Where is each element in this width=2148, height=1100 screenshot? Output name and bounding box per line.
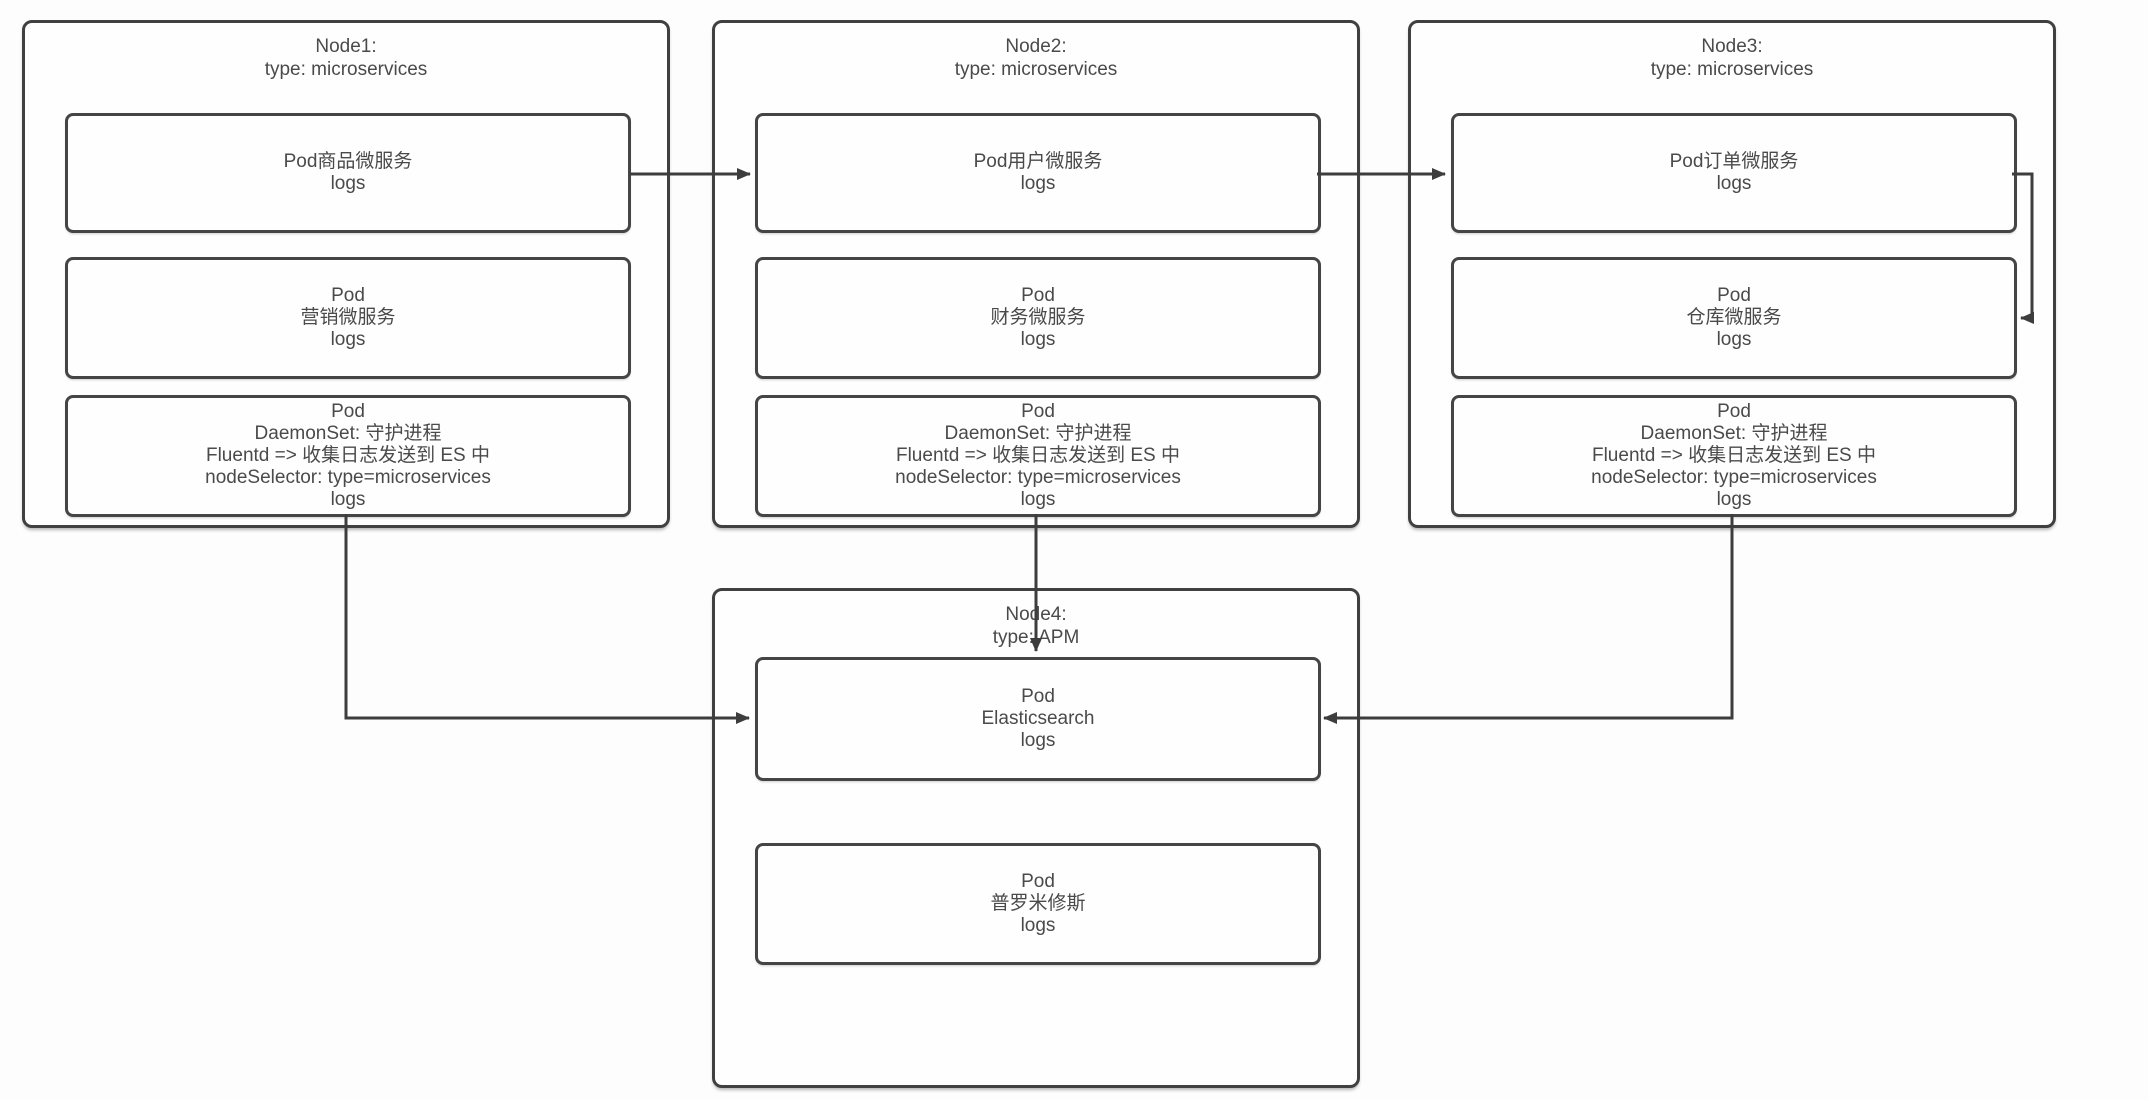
pod-text-line: nodeSelector: type=microservices xyxy=(1591,467,1877,488)
node4-container: Node4: type: APM Pod Elasticsearch logs … xyxy=(712,588,1360,1088)
pod-text-line: logs xyxy=(1020,915,1056,936)
pod-text-line: logs xyxy=(330,173,366,194)
pod-text-line: Fluentd => 收集日志发送到 ES 中 xyxy=(1591,445,1877,466)
node4-type-label: type: APM xyxy=(992,627,1080,648)
node1-type-label: type: microservices xyxy=(264,59,428,80)
node1-pod-daemonset: Pod DaemonSet: 守护进程 Fluentd => 收集日志发送到 E… xyxy=(65,395,631,517)
pod-text-line: 仓库微服务 xyxy=(1686,307,1782,328)
pod-text-line: DaemonSet: 守护进程 xyxy=(944,423,1132,444)
node1-header: Node1: type: microservices xyxy=(25,35,667,81)
node4-pod-elasticsearch: Pod Elasticsearch logs xyxy=(755,657,1321,781)
pod-text-line: logs xyxy=(330,329,366,350)
pod-text-line: Pod xyxy=(1021,871,1055,892)
pod-text-line: DaemonSet: 守护进程 xyxy=(254,423,442,444)
pod-text-line: Pod订单微服务 xyxy=(1669,151,1799,172)
pod-text-line: logs xyxy=(1716,329,1752,350)
node4-title: Node4: xyxy=(1005,604,1067,625)
pod-text-line: Pod用户微服务 xyxy=(973,151,1103,172)
node2-header: Node2: type: microservices xyxy=(715,35,1357,81)
pod-text-line: logs xyxy=(1020,730,1056,751)
node3-title: Node3: xyxy=(1701,36,1763,57)
pod-text-line: Pod xyxy=(1717,401,1751,422)
pod-text-line: logs xyxy=(1020,329,1056,350)
node1-pod-marketing: Pod 营销微服务 logs xyxy=(65,257,631,379)
pod-text-line: Pod xyxy=(1021,401,1055,422)
node2-pod-finance: Pod 财务微服务 logs xyxy=(755,257,1321,379)
pod-text-line: Fluentd => 收集日志发送到 ES 中 xyxy=(895,445,1181,466)
node3-pod-daemonset: Pod DaemonSet: 守护进程 Fluentd => 收集日志发送到 E… xyxy=(1451,395,2017,517)
pod-text-line: DaemonSet: 守护进程 xyxy=(1640,423,1828,444)
node2-container: Node2: type: microservices Pod用户微服务 logs… xyxy=(712,20,1360,528)
pod-text-line: Pod xyxy=(1717,285,1751,306)
node2-title: Node2: xyxy=(1005,36,1067,57)
pod-text-line: 营销微服务 xyxy=(300,307,396,328)
node2-pod-daemonset: Pod DaemonSet: 守护进程 Fluentd => 收集日志发送到 E… xyxy=(755,395,1321,517)
pod-text-line: nodeSelector: type=microservices xyxy=(205,467,491,488)
node3-pod-warehouse: Pod 仓库微服务 logs xyxy=(1451,257,2017,379)
pod-text-line: logs xyxy=(1020,489,1056,510)
pod-text-line: Pod xyxy=(331,401,365,422)
node2-pod-user: Pod用户微服务 logs xyxy=(755,113,1321,233)
pod-text-line: Elasticsearch xyxy=(981,708,1095,729)
node3-type-label: type: microservices xyxy=(1650,59,1814,80)
pod-text-line: Pod xyxy=(1021,686,1055,707)
pod-text-line: logs xyxy=(1020,173,1056,194)
pod-text-line: logs xyxy=(330,489,366,510)
pod-text-line: logs xyxy=(1716,489,1752,510)
pod-text-line: 普罗米修斯 xyxy=(990,893,1086,914)
node3-header: Node3: type: microservices xyxy=(1411,35,2053,81)
pod-text-line: 财务微服务 xyxy=(990,307,1086,328)
pod-text-line: Fluentd => 收集日志发送到 ES 中 xyxy=(205,445,491,466)
node4-header: Node4: type: APM xyxy=(715,603,1357,649)
pod-text-line: Pod商品微服务 xyxy=(283,151,413,172)
node3-pod-order: Pod订单微服务 logs xyxy=(1451,113,2017,233)
node1-title: Node1: xyxy=(315,36,377,57)
pod-text-line: nodeSelector: type=microservices xyxy=(895,467,1181,488)
pod-text-line: Pod xyxy=(1021,285,1055,306)
node4-pod-prometheus: Pod 普罗米修斯 logs xyxy=(755,843,1321,965)
pod-text-line: Pod xyxy=(331,285,365,306)
node1-container: Node1: type: microservices Pod商品微服务 logs… xyxy=(22,20,670,528)
node3-container: Node3: type: microservices Pod订单微服务 logs… xyxy=(1408,20,2056,528)
edge-node3-daemonset-to-elasticsearch xyxy=(1323,514,1734,724)
node1-pod-product: Pod商品微服务 logs xyxy=(65,113,631,233)
node2-type-label: type: microservices xyxy=(954,59,1118,80)
pod-text-line: logs xyxy=(1716,173,1752,194)
edge-node1-daemonset-to-elasticsearch xyxy=(344,514,750,724)
